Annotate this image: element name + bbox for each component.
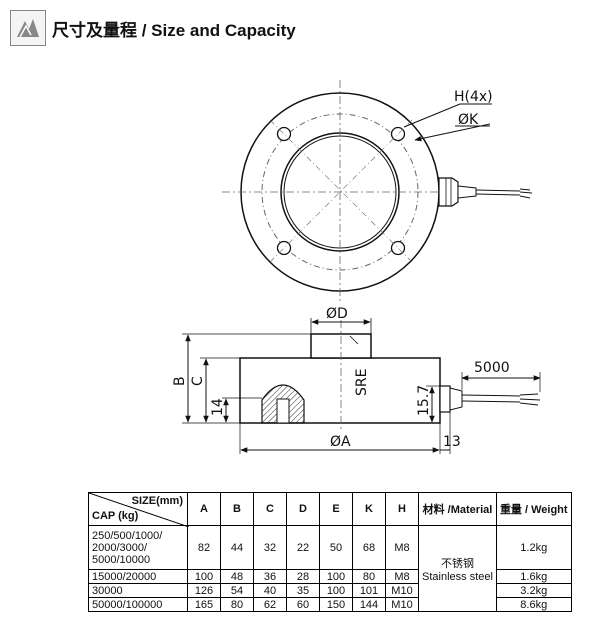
weight-cell: 8.6kg — [495, 597, 572, 612]
col-header: D — [286, 492, 320, 526]
col-header: K — [352, 492, 386, 526]
page-header: 尺寸及量程 / Size and Capacity — [10, 10, 594, 46]
label-c: C — [190, 376, 206, 386]
value-cell: M8 — [385, 569, 419, 584]
table-row: 30000 126 54 40 35 100 101 M10 3.2kg — [88, 583, 572, 598]
table-header-row: SIZE(mm) CAP (kg) A B C D E K H 材料 /Mate… — [88, 492, 572, 527]
value-cell: 40 — [253, 583, 287, 598]
value-cell: 28 — [286, 569, 320, 584]
value-cell: 54 — [220, 583, 254, 598]
weight-cell: 1.2kg — [495, 525, 572, 570]
value-cell: M8 — [385, 525, 419, 570]
table-row: 50000/100000 165 80 62 60 150 144 M10 8.… — [88, 597, 572, 612]
value-cell: 150 — [319, 597, 353, 612]
col-header: H — [385, 492, 419, 526]
value-cell: 36 — [253, 569, 287, 584]
value-cell: 48 — [220, 569, 254, 584]
value-cell: 100 — [319, 583, 353, 598]
label-k: ØK — [458, 112, 479, 128]
material-header: 材料 /Material — [418, 492, 497, 526]
material-cell: 不锈钢 Stainless steel — [418, 525, 497, 612]
value-cell: 22 — [286, 525, 320, 570]
label-b: B — [172, 376, 188, 386]
cap-cell: 30000 — [88, 583, 188, 598]
col-header: E — [319, 492, 353, 526]
material-cn: 不锈钢 — [440, 557, 474, 570]
value-cell: M10 — [385, 583, 419, 598]
value-cell: 100 — [187, 569, 221, 584]
technical-drawing: H(4x) ØK ØD SRE B C — [172, 80, 541, 454]
value-cell: 144 — [352, 597, 386, 612]
value-cell: 32 — [253, 525, 287, 570]
value-cell: 68 — [352, 525, 386, 570]
brand-logo-icon — [10, 10, 46, 46]
value-cell: 101 — [352, 583, 386, 598]
cap-cell: 15000/20000 — [88, 569, 188, 584]
value-cell: 80 — [352, 569, 386, 584]
label-13: 13 — [443, 434, 461, 450]
value-cell: 82 — [187, 525, 221, 570]
value-cell: 100 — [319, 569, 353, 584]
label-157: 15.7 — [416, 385, 432, 416]
value-cell: 126 — [187, 583, 221, 598]
col-header: C — [253, 492, 287, 526]
top-view: H(4x) ØK — [222, 80, 533, 304]
material-en: Stainless steel — [422, 570, 493, 583]
page-title: 尺寸及量程 / Size and Capacity — [52, 21, 296, 40]
label-sre: SRE — [354, 369, 370, 396]
spec-table: SIZE(mm) CAP (kg) A B C D E K H 材料 /Mate… — [88, 492, 572, 612]
size-cap-header-cell: SIZE(mm) CAP (kg) — [88, 492, 189, 527]
value-cell: 80 — [220, 597, 254, 612]
value-cell: 50 — [319, 525, 353, 570]
label-14: 14 — [210, 398, 226, 416]
weight-header: 重量 / Weight — [495, 492, 572, 526]
table-row: 15000/20000 100 48 36 28 100 80 M8 1.6kg — [88, 569, 572, 584]
label-5000: 5000 — [474, 360, 510, 376]
col-header: B — [220, 492, 254, 526]
value-cell: 35 — [286, 583, 320, 598]
col-header: A — [187, 492, 221, 526]
value-cell: 60 — [286, 597, 320, 612]
cap-cell: 250/500/1000/ 2000/3000/ 5000/10000 — [88, 525, 188, 570]
cap-header: CAP (kg) — [92, 510, 139, 522]
weight-cell: 1.6kg — [495, 569, 572, 584]
label-d: ØD — [326, 306, 348, 322]
label-a: ØA — [330, 434, 351, 450]
cap-cell: 50000/100000 — [88, 597, 188, 612]
value-cell: 44 — [220, 525, 254, 570]
side-view: ØD SRE B C 14 15.7 5000 ØA 13 — [172, 306, 541, 454]
label-h4x: H(4x) — [454, 89, 493, 105]
weight-cell: 3.2kg — [495, 583, 572, 598]
table-row: 250/500/1000/ 2000/3000/ 5000/10000 82 4… — [88, 525, 572, 612]
value-cell: 62 — [253, 597, 287, 612]
value-cell: 165 — [187, 597, 221, 612]
value-cell: M10 — [385, 597, 419, 612]
size-header: SIZE(mm) — [131, 495, 183, 507]
